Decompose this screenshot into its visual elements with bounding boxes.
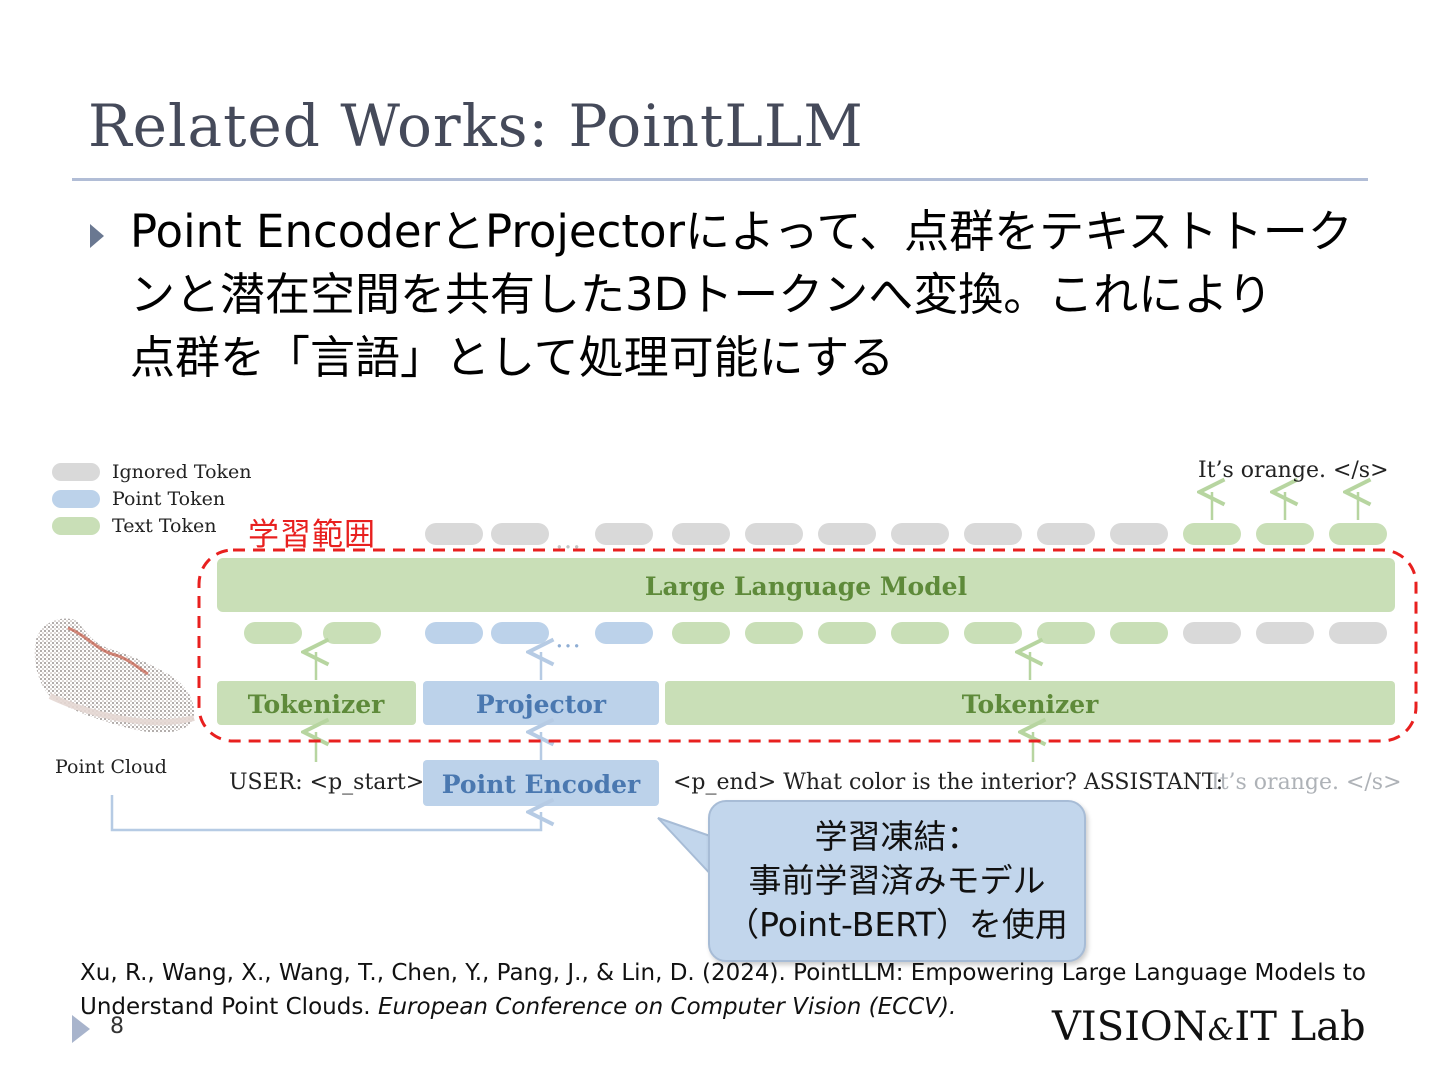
bullet-triangle-icon — [90, 224, 104, 248]
logo-part-it-lab: IT Lab — [1234, 1004, 1366, 1050]
input-token — [1256, 622, 1314, 644]
output-token — [1256, 523, 1314, 545]
input-user-text: USER: <p_start> — [229, 770, 425, 795]
input-token — [1183, 622, 1241, 644]
bullet-line-2: ンと潜在空間を共有した3Dトークンへ変換。これにより — [130, 268, 1273, 321]
legend-item-point: Point Token — [52, 485, 252, 512]
output-token — [1037, 523, 1095, 545]
llm-box — [217, 558, 1395, 612]
logo-part-amp: & — [1207, 1013, 1235, 1048]
page-number: 8 — [110, 1014, 124, 1039]
callout-line-2: 事前学習済みモデル — [748, 861, 1046, 900]
input-token — [818, 622, 876, 644]
input-token — [672, 622, 730, 644]
input-question-text: <p_end> What color is the interior? ASSI… — [673, 770, 1224, 795]
tokenizer-right-label: Tokenizer — [962, 690, 1099, 719]
legend-swatch-text — [52, 516, 100, 535]
input-token — [244, 622, 302, 644]
bullet-line-1: Point EncoderとProjectorによって、点群をテキストトーク — [130, 205, 1353, 258]
title-underline — [72, 178, 1368, 181]
point-encoder-box — [423, 760, 659, 806]
slide-title: Related Works: PointLLM — [88, 92, 864, 160]
output-token — [891, 523, 949, 545]
output-arrows — [1212, 492, 1358, 520]
input-token — [491, 622, 549, 644]
legend-label-ignored: Ignored Token — [112, 460, 252, 483]
output-token — [672, 523, 730, 545]
legend-swatch-ignored — [52, 462, 100, 481]
output-token — [1110, 523, 1168, 545]
callout-line-1: 学習凍結： — [814, 817, 980, 856]
shoe-point-cloud-image — [34, 618, 195, 733]
projector-label: Projector — [476, 690, 607, 719]
output-token — [595, 523, 653, 545]
output-token — [491, 523, 549, 545]
output-token — [818, 523, 876, 545]
input-token — [964, 622, 1022, 644]
citation: Xu, R., Wang, X., Wang, T., Chen, Y., Pa… — [80, 956, 1380, 1024]
citation-authors: Xu, R., Wang, X., Wang, T., Chen, Y., Pa… — [80, 960, 1366, 1020]
projector-box — [423, 681, 659, 725]
output-token — [1183, 523, 1241, 545]
bullet-text: Point EncoderとProjectorによって、点群をテキストトーク ン… — [130, 200, 1370, 389]
frozen-encoder-callout: 学習凍結： 事前学習済みモデル （Point-BERT）を使用 — [708, 800, 1086, 962]
callout-line-3: （Point-BERT）を使用 — [726, 905, 1068, 944]
token-legend: Ignored Token Point Token Text Token — [52, 458, 252, 539]
input-token — [323, 622, 381, 644]
input-answer-text: It’s orange. </s> — [1211, 770, 1402, 795]
page-marker-icon — [72, 1015, 90, 1043]
input-token — [425, 622, 483, 644]
input-token — [1110, 622, 1168, 644]
input-token — [1329, 622, 1387, 644]
output-token — [964, 523, 1022, 545]
output-text: It’s orange. </s> — [1198, 458, 1389, 483]
training-scope-label: 学習範囲 — [248, 517, 376, 553]
lab-logo: VISION&IT Lab — [1052, 1004, 1366, 1050]
training-scope-boundary — [197, 548, 1418, 743]
legend-label-point: Point Token — [112, 487, 226, 510]
legend-label-text: Text Token — [112, 514, 217, 537]
tokenizer-left-label: Tokenizer — [248, 690, 385, 719]
llm-input-token-row — [244, 622, 1387, 644]
llm-output-token-row — [425, 523, 1387, 545]
input-token — [1037, 622, 1095, 644]
output-token — [425, 523, 483, 545]
input-token — [745, 622, 803, 644]
point-cloud-route-line — [110, 795, 541, 832]
input-token — [595, 622, 653, 644]
input-token — [891, 622, 949, 644]
legend-item-text: Text Token — [52, 512, 252, 539]
tokenizer-right-box — [665, 681, 1395, 725]
tokenizer-left-box — [217, 681, 416, 725]
llm-label: Large Language Model — [645, 572, 967, 601]
citation-venue: European Conference on Computer Vision (… — [377, 994, 957, 1020]
output-token — [1329, 523, 1387, 545]
output-token — [745, 523, 803, 545]
legend-item-ignored: Ignored Token — [52, 458, 252, 485]
legend-swatch-point — [52, 489, 100, 508]
logo-part-vision: VISION — [1052, 1004, 1208, 1050]
input-ellipsis: … — [555, 624, 581, 654]
point-encoder-label: Point Encoder — [442, 770, 641, 799]
bullet-line-3: 点群を「言語」として処理可能にする — [130, 331, 895, 384]
point-cloud-label: Point Cloud — [55, 756, 167, 778]
